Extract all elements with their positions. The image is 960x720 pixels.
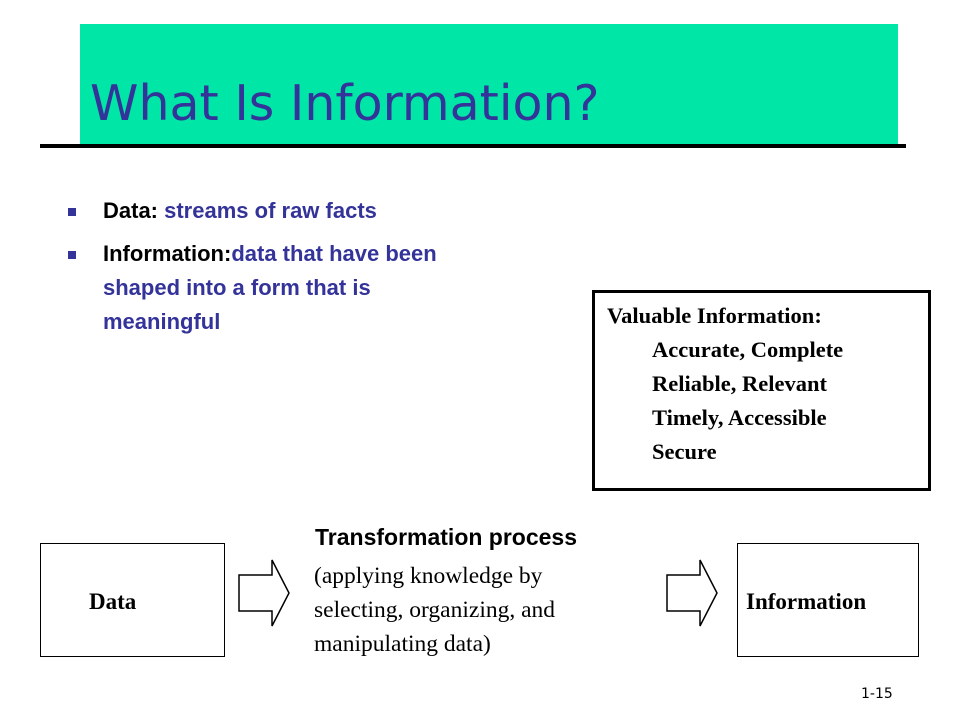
square-bullet-icon (68, 251, 76, 259)
data-box: Data (40, 543, 225, 657)
information-box: Information (737, 543, 919, 657)
bullet-data: Data: streams of raw facts (68, 194, 488, 228)
data-box-label: Data (89, 589, 137, 614)
right-arrow-icon (238, 559, 290, 627)
process-line: manipulating data) (314, 631, 491, 657)
valuable-information-item: Secure (652, 439, 717, 464)
bullet-list: Data: streams of raw facts Information:d… (68, 194, 488, 348)
process-line: (applying knowledge by (314, 563, 543, 589)
information-box-label: Information (746, 589, 867, 614)
slide-title: What Is Information? (90, 75, 600, 132)
square-bullet-icon (68, 208, 76, 216)
title-underline (40, 144, 906, 148)
valuable-information-item: Reliable, Relevant (652, 371, 827, 396)
title-band (80, 24, 898, 146)
valuable-information-list: Accurate, Complete Reliable, Relevant Ti… (652, 333, 843, 469)
right-arrow-icon (666, 559, 718, 627)
transformation-process-title: Transformation process (315, 524, 578, 550)
valuable-information-heading: Valuable Information: (607, 303, 822, 328)
valuable-information-item: Timely, Accessible (652, 405, 827, 430)
bullet-term: Information: (103, 241, 232, 266)
bullet-information: Information:data that have been shaped i… (68, 237, 488, 339)
process-line: selecting, organizing, and (314, 597, 556, 623)
bullet-definition: data that have been shaped into a form t… (103, 241, 437, 334)
transformation-process-description: (applying knowledge by selecting, organi… (314, 559, 555, 661)
valuable-information-item: Accurate, Complete (652, 337, 844, 362)
bullet-term: Data: (103, 198, 165, 223)
valuable-information-box: Valuable Information: Accurate, Complete… (592, 290, 931, 491)
slide-number: 1-15 (861, 686, 893, 702)
bullet-definition: streams of raw facts (164, 198, 377, 223)
